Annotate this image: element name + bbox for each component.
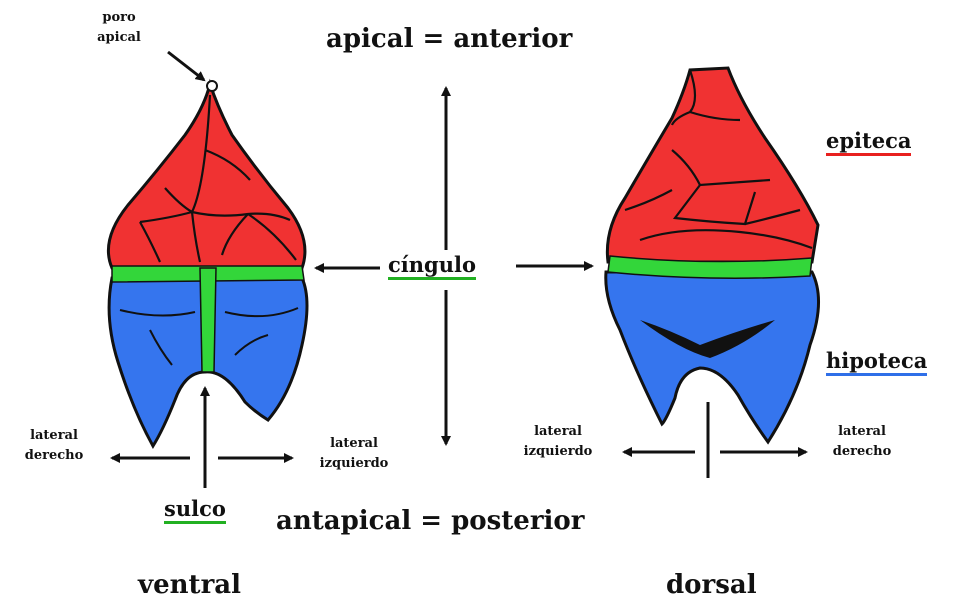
antapical-posterior-label: antapical = posterior <box>276 506 584 536</box>
dorsal-epitheca <box>607 68 818 262</box>
ventral-label: ventral <box>138 570 241 600</box>
right-lateral-izquierdo-line2: izquierdo <box>508 442 608 462</box>
hipoteca-label: hipoteca <box>826 348 927 376</box>
right-lateral-derecho-line1: lateral <box>812 422 912 442</box>
left-lateral-derecho-line1: lateral <box>4 426 104 446</box>
ventral-sulcus <box>200 268 216 372</box>
cingulo-label: cíngulo <box>388 252 476 280</box>
hipoteca-label-wrap: hipoteca <box>826 348 927 373</box>
apical-anterior-label: apical = anterior <box>326 24 572 54</box>
right-lateral-izquierdo-label: lateral izquierdo <box>508 422 608 462</box>
left-lateral-izquierdo-line2: izquierdo <box>304 454 404 474</box>
right-lateral-derecho-line2: derecho <box>812 442 912 462</box>
cingulo-label-wrap: cíngulo <box>388 252 476 277</box>
apical-pore-arrow <box>168 52 204 80</box>
ventral-cell <box>108 81 307 446</box>
right-lateral-derecho-label: lateral derecho <box>812 422 912 462</box>
left-lateral-derecho-label: lateral derecho <box>4 426 104 466</box>
left-lateral-izquierdo-label: lateral izquierdo <box>304 434 404 474</box>
apical-pore <box>207 81 217 91</box>
left-lateral-izquierdo-line1: lateral <box>304 434 404 454</box>
ventral-epitheca <box>108 84 305 268</box>
poro-apical-label: poro apical <box>84 8 154 48</box>
sulco-label-wrap: sulco <box>164 496 226 521</box>
sulco-label: sulco <box>164 496 226 524</box>
epiteca-label: epiteca <box>826 128 911 156</box>
dorsal-label: dorsal <box>666 570 757 600</box>
right-lateral-izquierdo-line1: lateral <box>508 422 608 442</box>
apical-small-text: apical <box>84 28 154 48</box>
left-lateral-derecho-line2: derecho <box>4 446 104 466</box>
epiteca-label-wrap: epiteca <box>826 128 911 153</box>
dorsal-cell <box>606 68 819 442</box>
poro-text: poro <box>84 8 154 28</box>
